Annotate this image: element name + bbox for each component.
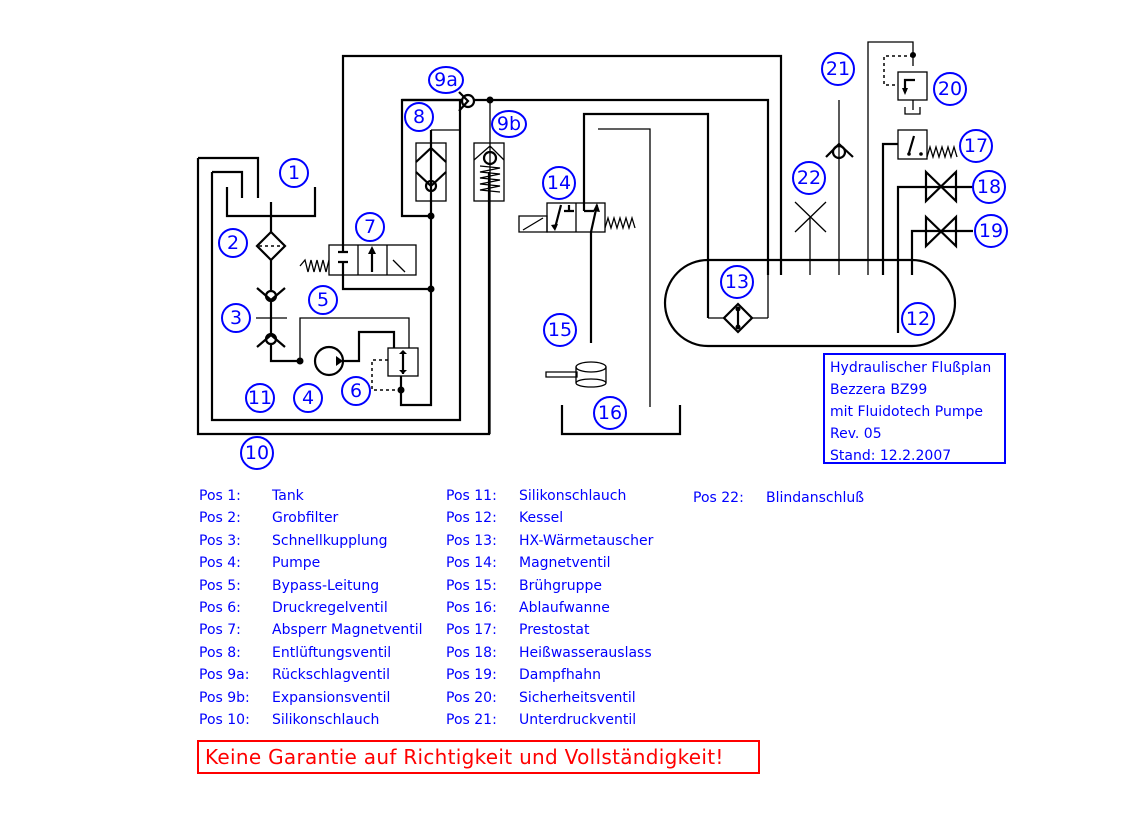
legend-row: Pos 5:Bypass-Leitung bbox=[199, 577, 380, 594]
legend-row: Pos 12:Kessel bbox=[446, 510, 564, 527]
legend-row: Pos 21:Unterdruckventil bbox=[446, 711, 637, 728]
svg-text:20: 20 bbox=[938, 78, 962, 100]
svg-text:11: 11 bbox=[248, 387, 272, 409]
safety-valve-20 bbox=[897, 71, 928, 101]
svg-text:1: 1 bbox=[288, 162, 300, 184]
svg-text:15: 15 bbox=[548, 319, 572, 341]
svg-text:14: 14 bbox=[547, 172, 571, 194]
svg-text:22: 22 bbox=[797, 167, 821, 189]
callout-11: 11 bbox=[245, 383, 275, 413]
legend-row: Pos 10:Silikonschlauch bbox=[199, 711, 380, 728]
svg-text:21: 21 bbox=[826, 58, 850, 80]
legend-row: Pos 22:Blindanschluß bbox=[693, 490, 865, 506]
svg-text:19: 19 bbox=[979, 220, 1003, 242]
title-block: Hydraulischer Flußplan Bezzera BZ99 mit … bbox=[823, 353, 1006, 464]
legend-row: Pos 11:Silikonschlauch bbox=[446, 488, 627, 504]
disclaimer: Keine Garantie auf Richtigkeit und Volls… bbox=[197, 740, 760, 774]
svg-text:17: 17 bbox=[964, 135, 988, 157]
legend-row: Pos 19:Dampfhahn bbox=[446, 667, 602, 684]
svg-text:2: 2 bbox=[227, 232, 239, 254]
legend-row: Pos 18:Heißwasserauslass bbox=[446, 644, 652, 661]
legend-row: Pos 13:HX-Wärmetauscher bbox=[446, 532, 654, 549]
svg-text:9b: 9b bbox=[497, 113, 521, 135]
callout-9a: 9a bbox=[428, 66, 464, 94]
legend-row: Pos 9b:Expansionsventil bbox=[199, 689, 391, 706]
svg-text:5: 5 bbox=[317, 289, 329, 311]
callout-2: 2 bbox=[218, 228, 248, 258]
callout-22: 22 bbox=[792, 161, 826, 195]
legend-row: Pos 9a:Rückschlagventil bbox=[199, 667, 391, 684]
pump-line: mit Fluidotech Pumpe bbox=[830, 404, 983, 420]
callout-6: 6 bbox=[341, 376, 371, 406]
legend-row: Pos 8:Entlüftungsventil bbox=[199, 644, 392, 661]
callout-8: 8 bbox=[404, 102, 434, 132]
legend-row: Pos 20:Sicherheitsventil bbox=[446, 689, 636, 706]
callout-20: 20 bbox=[933, 72, 967, 106]
legend-row: Pos 16:Ablaufwanne bbox=[446, 599, 610, 616]
steam-valve-19 bbox=[924, 214, 958, 249]
legend-column-3: Pos 22:Blindanschluß bbox=[693, 487, 864, 509]
revision-line: Rev. 05 bbox=[830, 426, 882, 442]
callout-10: 10 bbox=[240, 436, 274, 470]
callout-5: 5 bbox=[308, 285, 338, 315]
callout-7: 7 bbox=[355, 212, 385, 242]
svg-text:18: 18 bbox=[977, 176, 1001, 198]
legend-row: Pos 6:Druckregelventil bbox=[199, 599, 388, 616]
legend-row: Pos 4:Pumpe bbox=[199, 555, 321, 572]
legend-row: Pos 2:Grobfilter bbox=[199, 510, 339, 527]
callout-15: 15 bbox=[543, 313, 577, 347]
brew-group-15 bbox=[545, 371, 578, 378]
callout-1: 1 bbox=[279, 158, 309, 188]
svg-text:7: 7 bbox=[364, 216, 376, 238]
callout-13: 13 bbox=[720, 265, 754, 299]
legend-row: Pos 3:Schnellkupplung bbox=[199, 532, 388, 549]
title-line: Hydraulischer Flußplan bbox=[830, 360, 992, 376]
legend-row: Pos 15:Brühgruppe bbox=[446, 577, 603, 594]
svg-text:13: 13 bbox=[725, 271, 749, 293]
svg-text:3: 3 bbox=[230, 307, 242, 329]
callout-9b: 9b bbox=[491, 110, 527, 138]
expansion-valve-9b bbox=[473, 142, 505, 202]
callout-18: 18 bbox=[972, 170, 1006, 204]
legend-column-2: Pos 11:Silikonschlauch Pos 12:Kessel Pos… bbox=[446, 485, 653, 731]
legend-row: Pos 14:Magnetventil bbox=[446, 555, 611, 572]
boiler-12 bbox=[663, 258, 957, 348]
callout-4: 4 bbox=[293, 383, 323, 413]
hose-10 bbox=[196, 156, 491, 436]
svg-text:10: 10 bbox=[245, 442, 269, 464]
callout-12: 12 bbox=[901, 302, 935, 336]
callout-3: 3 bbox=[221, 303, 251, 333]
legend-row: Pos 1:Tank bbox=[199, 488, 304, 504]
blind-22 bbox=[794, 201, 827, 275]
check-valve-9a bbox=[458, 91, 470, 112]
model-line: Bezzera BZ99 bbox=[830, 382, 928, 398]
hx-13 bbox=[708, 275, 769, 319]
legend-row: Pos 7:Absperr Magnetventil bbox=[199, 622, 423, 639]
svg-text:9a: 9a bbox=[434, 69, 458, 91]
callout-21: 21 bbox=[821, 52, 855, 86]
svg-text:8: 8 bbox=[413, 106, 425, 128]
hot-water-valve-18 bbox=[924, 169, 958, 204]
date-line: Stand: 12.2.2007 bbox=[830, 448, 952, 464]
svg-text:16: 16 bbox=[598, 402, 622, 424]
regulator-6 bbox=[387, 347, 419, 377]
legend-row: Pos 17:Prestostat bbox=[446, 622, 590, 639]
svg-text:6: 6 bbox=[350, 380, 362, 402]
drip-tray-16 bbox=[560, 405, 682, 436]
callout-16: 16 bbox=[593, 396, 627, 430]
callout-19: 19 bbox=[974, 214, 1008, 248]
bypass-5 bbox=[299, 317, 410, 361]
callout-17: 17 bbox=[959, 129, 993, 163]
svg-text:12: 12 bbox=[906, 308, 930, 330]
svg-text:4: 4 bbox=[302, 387, 314, 409]
legend-column-1: Pos 1:Tank Pos 2:Grobfilter Pos 3:Schnel… bbox=[199, 485, 423, 731]
callout-14: 14 bbox=[542, 166, 576, 200]
